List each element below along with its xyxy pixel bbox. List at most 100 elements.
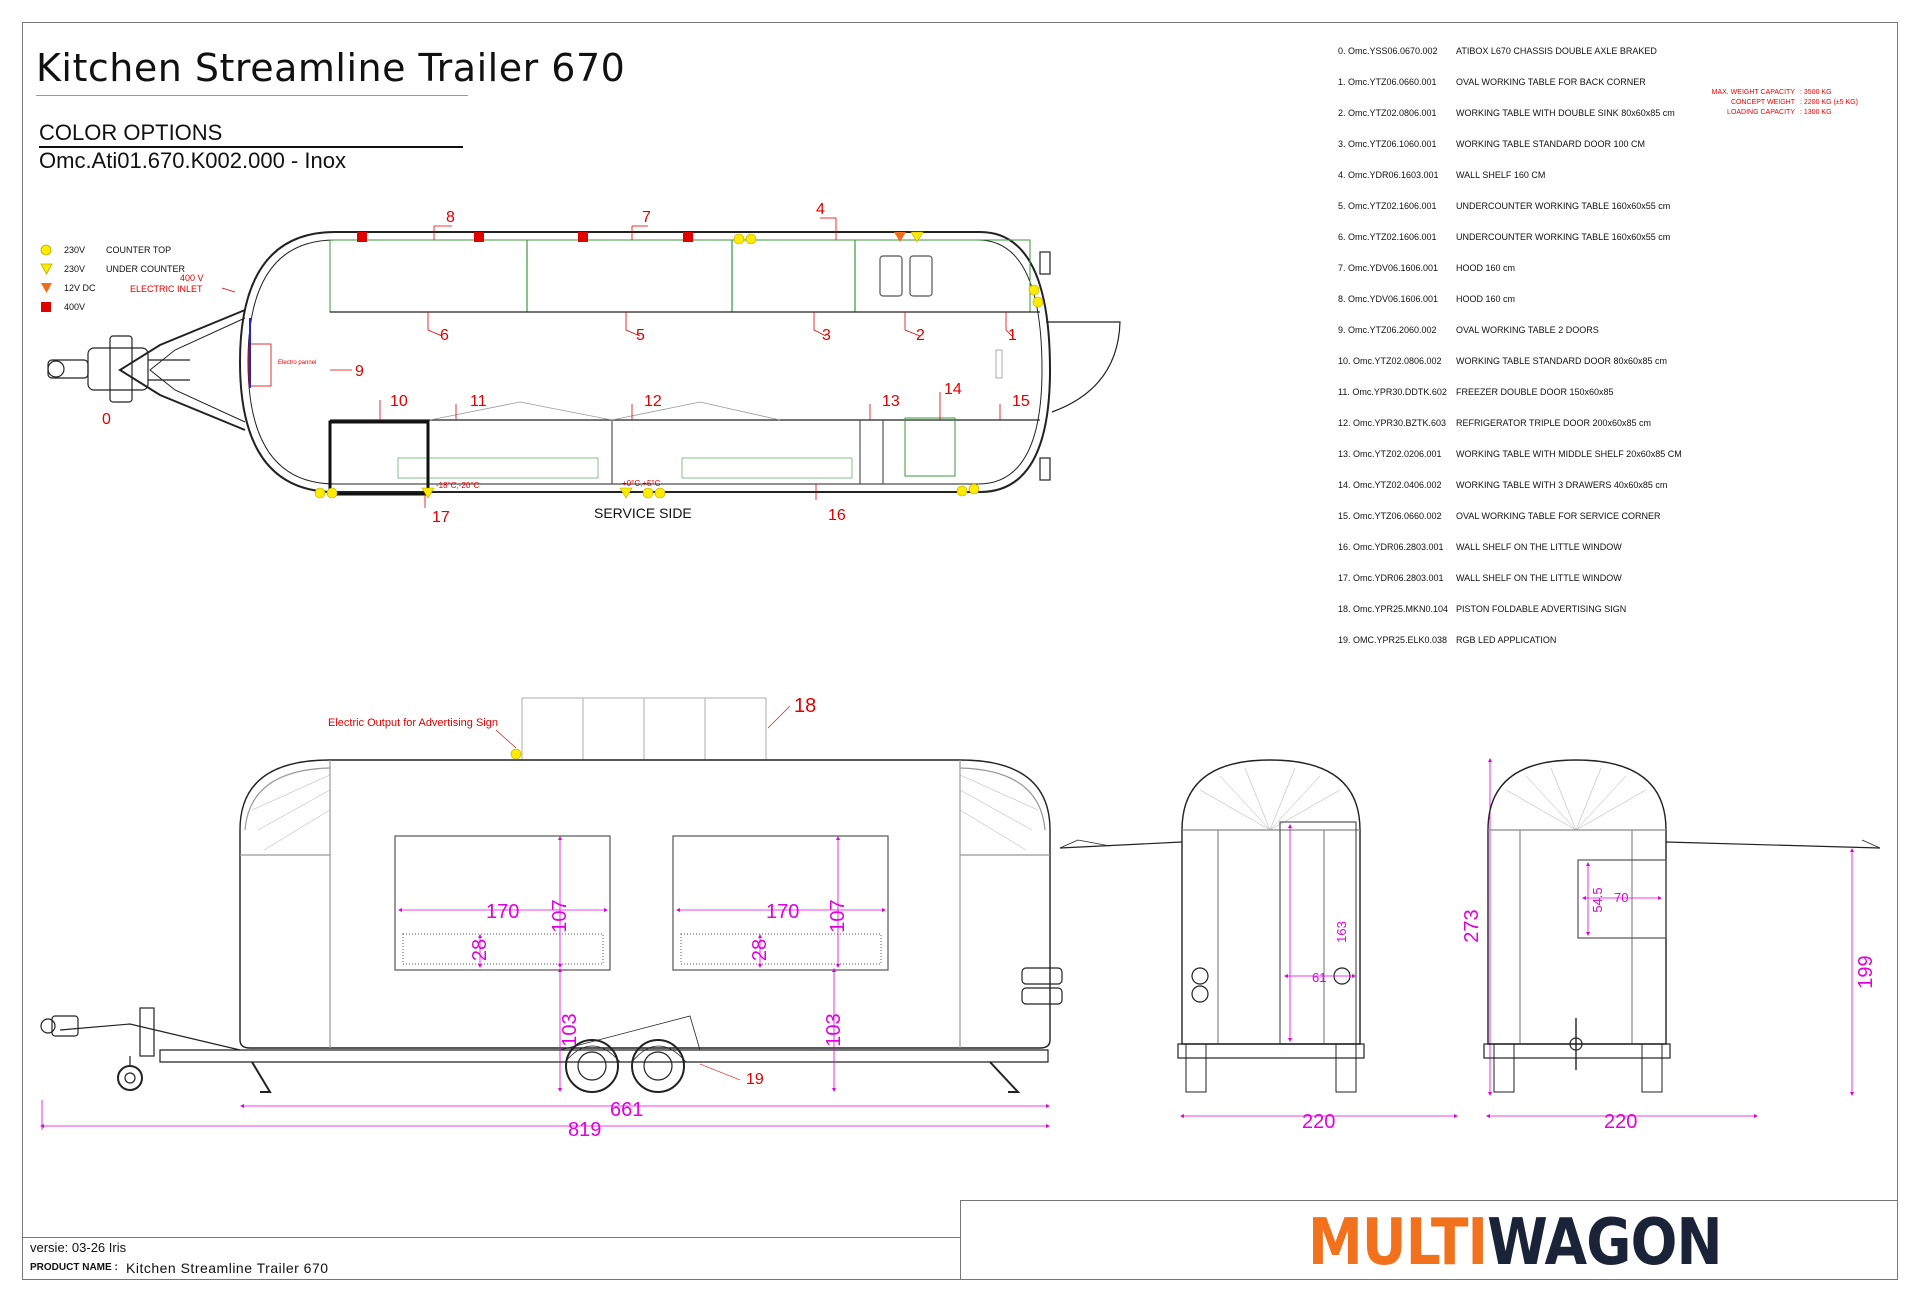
plan-label-11: 11 [470,393,487,410]
weight-key: CONCEPT WEIGHT [1730,99,1795,106]
socket-230v-counter [1032,296,1044,308]
part-desc: ATIBOX L670 CHASSIS DOUBLE AXLE BRAKED [1456,46,1657,56]
front-width: 220 [1604,1111,1637,1133]
plan-label-16: 16 [828,507,846,524]
plan-label-4: 4 [816,201,825,218]
part-code: 8. Omc.YDV06.1606.001 [1338,294,1439,304]
window-height-2: 107 [827,899,849,932]
part-code: 16. Omc.YDR06.2803.001 [1338,542,1444,552]
part-row: 12. Omc.YPR30.BZTK.603 REFRIGERATOR TRIPL… [1338,418,1788,449]
hitch [47,335,190,403]
plan-sockets [314,231,1044,499]
socket-230v-counter [968,483,980,495]
weight-row: MAX. WEIGHT CAPACITY: 3500 KG [1700,88,1858,98]
socket-230v-under [910,231,924,243]
part-desc: WORKING TABLE STANDARD DOOR 80x60x85 cm [1456,356,1668,366]
part-desc: WORKING TABLE WITH DOUBLE SINK 80x60x85 … [1456,108,1675,118]
plan-label-10: 10 [390,393,408,410]
part-desc: WORKING TABLE STANDARD DOOR 100 CM [1456,139,1646,149]
part-desc: FREEZER DOUBLE DOOR 150x60x85 [1456,387,1614,397]
front-window [1577,859,1667,939]
footer-rule [22,1237,960,1238]
window-height-1: 107 [549,899,571,932]
body-length: 661 [610,1099,643,1121]
part-desc: HOOD 160 cm [1456,263,1516,273]
weight-value: : 1300 KG [1800,109,1832,116]
weight-key: LOADING CAPACITY [1727,109,1795,116]
plan-labels: 0 1 2 3 4 5 6 7 8 9 10 11 12 13 14 15 16… [102,201,1030,526]
part-desc: PISTON FOLDABLE ADVERTISING SIGN [1456,604,1627,614]
product-name-label: PRODUCT NAME : [30,1262,118,1273]
rear-height: 273 [1461,909,1483,942]
service-side-label: SERVICE SIDE [594,505,692,521]
color-options-code: Omc.Ati01.670.K002.000 - Inox [39,148,346,173]
plan-label-17: 17 [432,509,450,526]
logo-part-1: MULTI [1308,1206,1488,1280]
part-desc: HOOD 160 cm [1456,294,1516,304]
socket-230v-counter [642,487,654,499]
item-19-label: 19 [746,1071,764,1088]
plan-label-13: 13 [882,393,900,410]
socket-230v-counter [314,487,326,499]
socket-230v-counter [654,487,666,499]
socket-230v-counter [956,485,968,497]
rear-body-outline [1181,759,1361,1045]
plan-label-7: 7 [642,209,651,226]
part-code: 12. Omc.YPR30.BZTK.603 [1338,418,1447,428]
socket-230v-counter [733,233,745,245]
legend-voltage: 230V [64,263,86,274]
part-desc: WALL SHELF ON THE LITTLE WINDOW [1456,542,1622,552]
part-row: 4. Omc.YDR06.1603.001 WALL SHELF 160 CM [1338,170,1788,201]
front-dimension-labels: 70 54.5 199 220 [1590,887,1877,1133]
plan-label-8: 8 [446,209,455,226]
front-height: 199 [1855,955,1877,988]
freezer-temp: -18°C,-20°C [436,481,480,490]
plan-label-0: 0 [102,411,111,428]
fridge-temp: +0°C,+5°C [622,479,661,488]
wheel-2 [631,1039,685,1093]
socket-230v-under [619,487,633,499]
part-desc: WALL SHELF 160 CM [1456,170,1546,180]
side-annotations: Electric Output for Advertising Sign 18 … [328,695,816,1088]
part-code: 17. Omc.YDR06.2803.001 [1338,573,1444,583]
part-desc: WORKING TABLE WITH MIDDLE SHELF 20x60x85… [1456,449,1682,459]
yellow-circle-icon [40,244,52,255]
weight-key: MAX. WEIGHT CAPACITY [1711,89,1795,96]
part-desc: REFRIGERATOR TRIPLE DOOR 200x60x85 cm [1456,418,1652,428]
plan-label-2: 2 [916,327,925,344]
electric-inlet-v: 400 V [180,273,204,283]
counter-height-1: 28 [469,939,491,961]
logo-part-2: WAGON [1487,1206,1722,1280]
plan-label-15: 15 [1012,393,1030,410]
socket-400v [474,232,484,242]
socket-400v [578,232,588,242]
part-code: 1. Omc.YTZ06.0660.001 [1338,77,1437,87]
floor-height-1: 103 [559,1013,581,1046]
front-body-outline [1487,759,1667,1045]
legend-voltage: 400V [64,301,86,312]
rear-dimension-labels: 163 61 273 220 [1302,909,1483,1133]
drawbar [118,309,246,431]
service-window-1 [394,835,611,971]
freezer-box [328,420,430,496]
part-code: 4. Omc.YDR06.1603.001 [1338,170,1439,180]
part-row: 8. Omc.YDV06.1606.001 HOOD 160 cm [1338,294,1788,325]
part-desc: UNDERCOUNTER WORKING TABLE 160x60x55 cm [1456,201,1671,211]
front-view [1483,759,1881,1093]
plan-label-14: 14 [944,381,962,398]
plan-label-6: 6 [440,327,449,344]
socket-400v [357,232,367,242]
weight-row: LOADING CAPACITY : 1300 KG [1700,108,1858,118]
logo-box [960,1200,1898,1280]
red-square-icon [41,301,51,312]
floor-height-2: 103 [823,1013,845,1046]
socket-400v [683,232,693,242]
